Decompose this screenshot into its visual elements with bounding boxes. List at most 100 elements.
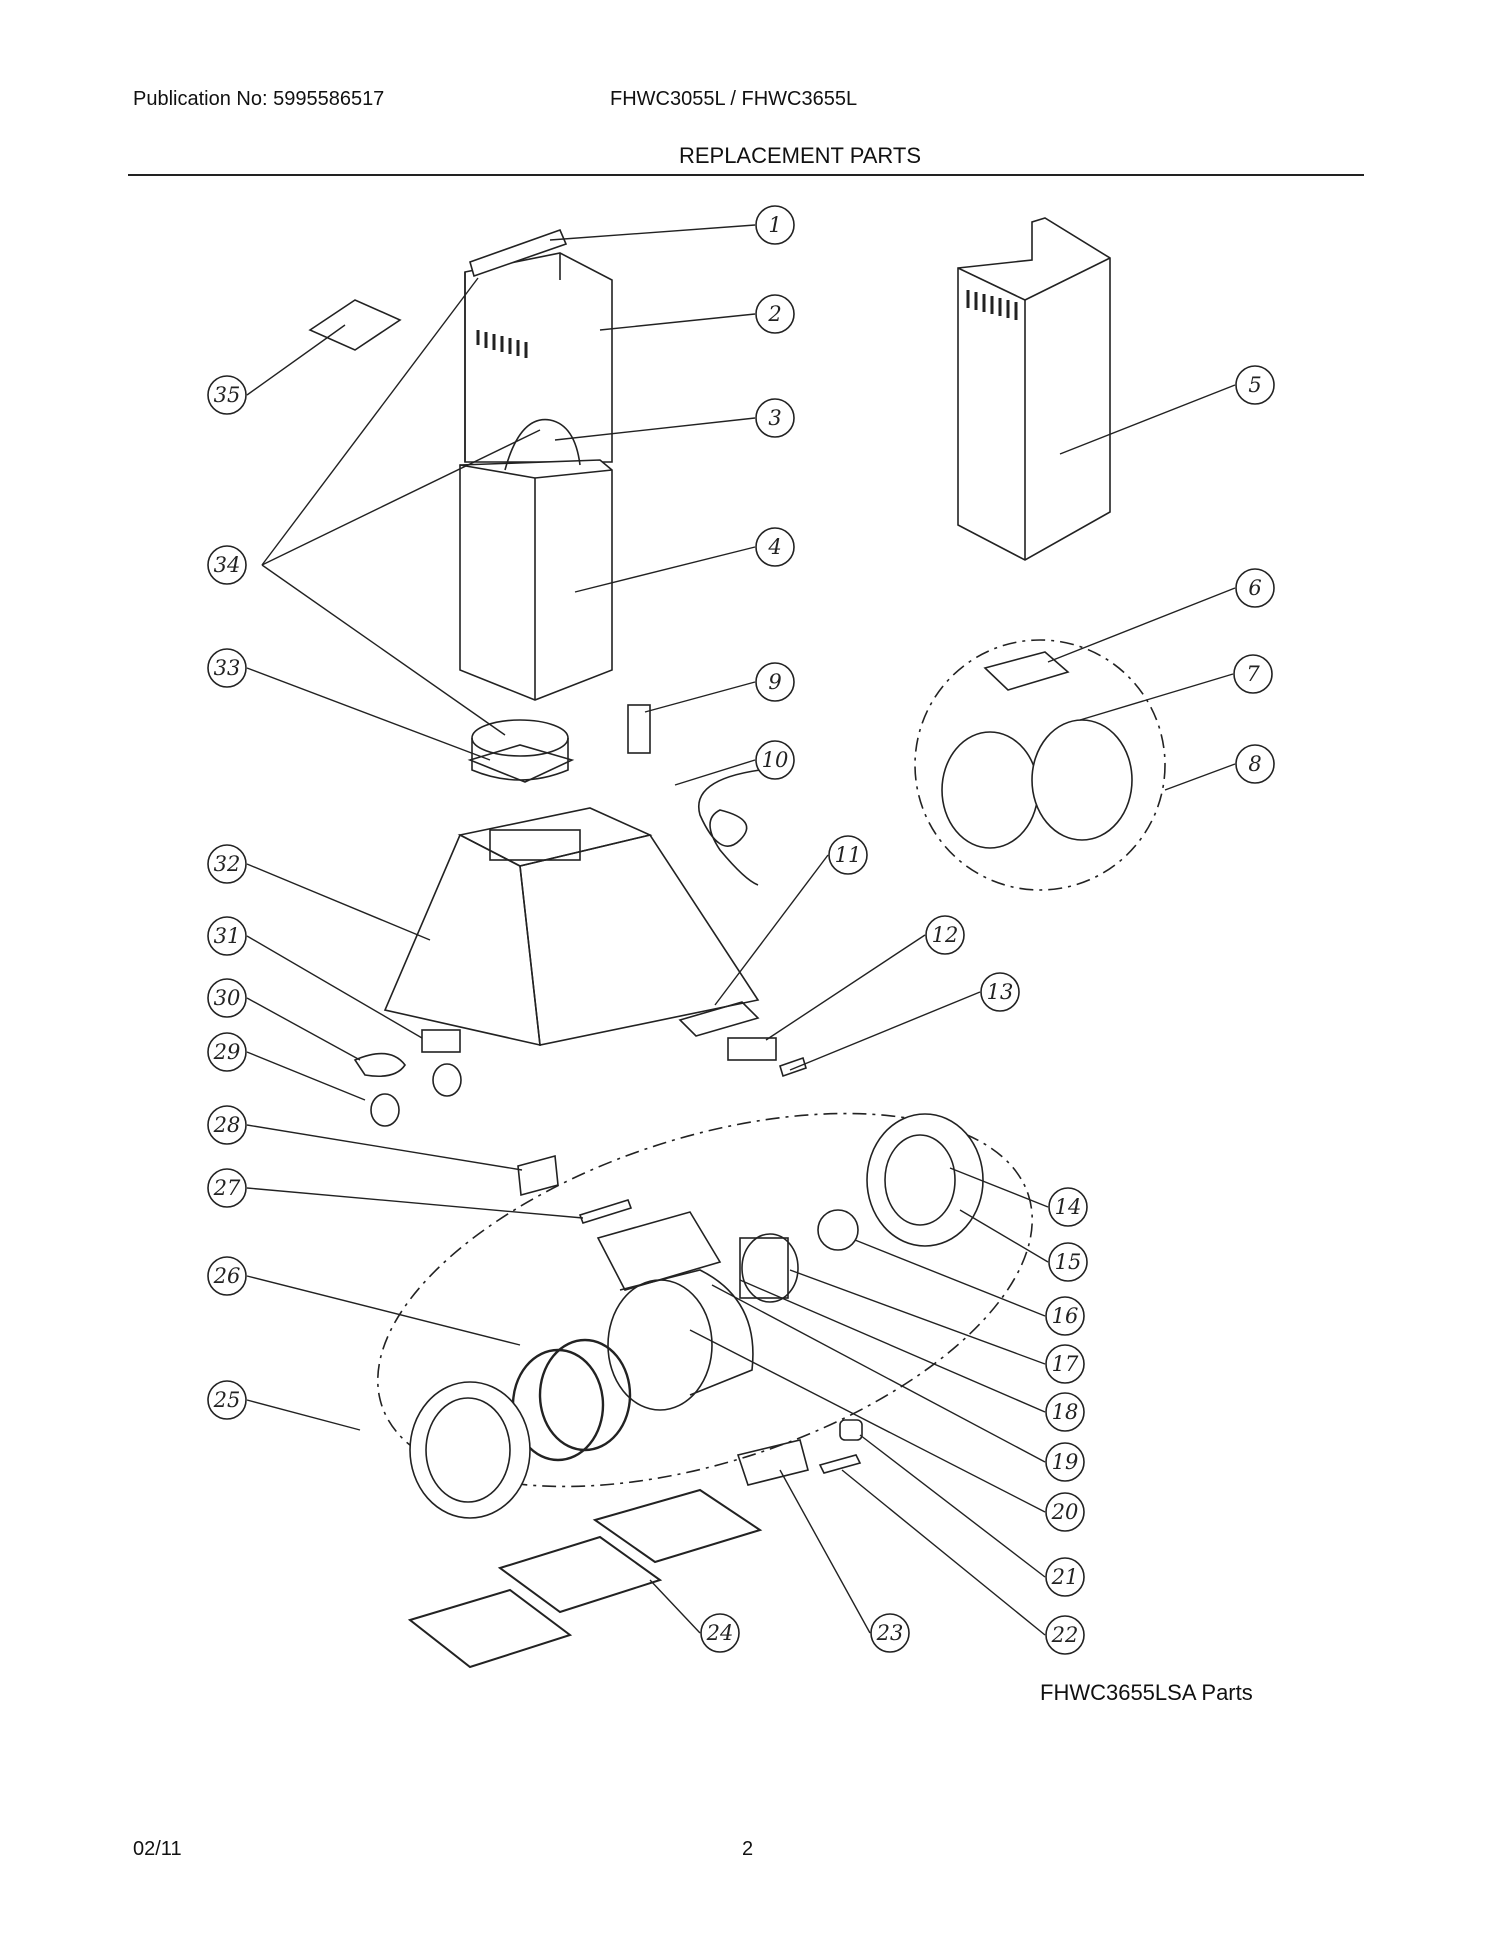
callout-circle (1233, 654, 1273, 694)
callout-17: 17 (1045, 1344, 1085, 1384)
callout-19: 19 (1045, 1442, 1085, 1482)
callout-33: 33 (207, 648, 247, 688)
callout-circle (207, 1380, 247, 1420)
callout-number: 18 (1052, 1400, 1079, 1424)
callout-number: 30 (214, 986, 241, 1010)
motor-bracket (817, 1209, 859, 1251)
callout-circle (207, 545, 247, 585)
control-module (727, 1037, 777, 1061)
callout-4: 4 (755, 527, 795, 567)
callout-number: 31 (214, 924, 241, 948)
callout-number: 13 (987, 980, 1014, 1004)
callout-number: 35 (214, 383, 241, 407)
callout-number: 20 (1051, 1500, 1079, 1524)
callout-circle (207, 375, 247, 415)
power-cord (698, 769, 761, 886)
callout-31: 31 (207, 916, 247, 956)
header-divider (128, 174, 1364, 176)
callout-circle (1045, 1296, 1085, 1336)
callout-number: 7 (1246, 662, 1260, 686)
page-number: 2 (742, 1838, 754, 1860)
blower-assembly-boundary (376, 1112, 1034, 1488)
callout-21: 21 (1045, 1557, 1085, 1597)
callout-7: 7 (1233, 654, 1273, 694)
callout-27: 27 (207, 1168, 247, 1208)
hood-body (383, 807, 760, 1047)
callout-10: 10 (755, 740, 795, 780)
callout-circle (207, 916, 247, 956)
callout-24: 24 (700, 1613, 740, 1653)
callout-circle (1235, 568, 1275, 608)
callout-circle (207, 1032, 247, 1072)
callout-number: 6 (1248, 576, 1261, 600)
callout-3: 3 (755, 398, 795, 438)
callout-number: 3 (768, 406, 781, 430)
callout-9: 9 (755, 662, 795, 702)
callout-number: 21 (1051, 1565, 1079, 1589)
callout-number: 33 (214, 656, 241, 680)
callout-circle (1045, 1557, 1085, 1597)
callout-circle (755, 398, 795, 438)
grease-filters (407, 1488, 763, 1669)
callout-16: 16 (1045, 1296, 1085, 1336)
page-title: REPLACEMENT PARTS (0, 143, 1500, 169)
blower-housing-right (866, 1113, 984, 1247)
callout-number: 25 (213, 1388, 241, 1412)
callout-22: 22 (1045, 1615, 1085, 1655)
callout-6: 6 (1235, 568, 1275, 608)
callout-number: 24 (706, 1621, 734, 1645)
light-box (736, 1439, 809, 1486)
callout-32: 32 (207, 844, 247, 884)
callout-35: 35 (207, 375, 247, 415)
callout-circle (870, 1613, 910, 1653)
callout-number: 4 (767, 535, 781, 559)
callout-12: 12 (925, 915, 965, 955)
scroll-housing (596, 1211, 754, 1411)
callout-28: 28 (207, 1105, 247, 1145)
callout-number: 8 (1248, 752, 1261, 776)
manual-booklet (308, 299, 402, 351)
callout-number: 19 (1052, 1450, 1079, 1474)
callout-20: 20 (1045, 1492, 1085, 1532)
callout-11: 11 (828, 835, 868, 875)
switch-component (627, 704, 651, 754)
model-numbers: FHWC3055L / FHWC3655L (610, 88, 858, 110)
callout-circle (1235, 744, 1275, 784)
callout-25: 25 (207, 1380, 247, 1420)
callout-circle (207, 1256, 247, 1296)
callout-markers: 1234567891011121314151617181920212223242… (207, 205, 1275, 1655)
callout-18: 18 (1045, 1392, 1085, 1432)
callout-34: 34 (207, 545, 247, 585)
callout-number: 14 (1055, 1195, 1082, 1219)
callout-circle (925, 915, 965, 955)
page-title-text: REPLACEMENT PARTS (678, 143, 922, 168)
callout-circle (755, 205, 795, 245)
capacitor (839, 1419, 863, 1441)
callout-number: 15 (1055, 1250, 1082, 1274)
callout-number: 27 (213, 1176, 241, 1200)
callout-number: 29 (213, 1040, 241, 1064)
callout-1: 1 (755, 205, 795, 245)
callout-23: 23 (870, 1613, 910, 1653)
light-transformer (421, 1029, 461, 1053)
callout-circle (207, 1105, 247, 1145)
terminal-block (818, 1454, 862, 1474)
callout-number: 5 (1248, 373, 1261, 397)
callout-circle (700, 1613, 740, 1653)
callout-29: 29 (207, 1032, 247, 1072)
callout-number: 1 (768, 213, 781, 237)
callout-15: 15 (1048, 1242, 1088, 1282)
recirculation-kit-boundary (914, 639, 1166, 891)
chimney-upper-part (464, 228, 613, 463)
callout-circle (755, 294, 795, 334)
blower-motor (739, 1233, 799, 1303)
charcoal-filter-left (941, 731, 1039, 849)
callout-number: 11 (835, 843, 862, 867)
callout-2: 2 (755, 294, 795, 334)
chimney-lower-part (459, 418, 613, 701)
charcoal-filter-right (1031, 719, 1133, 841)
callout-13: 13 (980, 972, 1020, 1012)
callout-number: 10 (762, 748, 789, 772)
callout-number: 26 (213, 1264, 241, 1288)
